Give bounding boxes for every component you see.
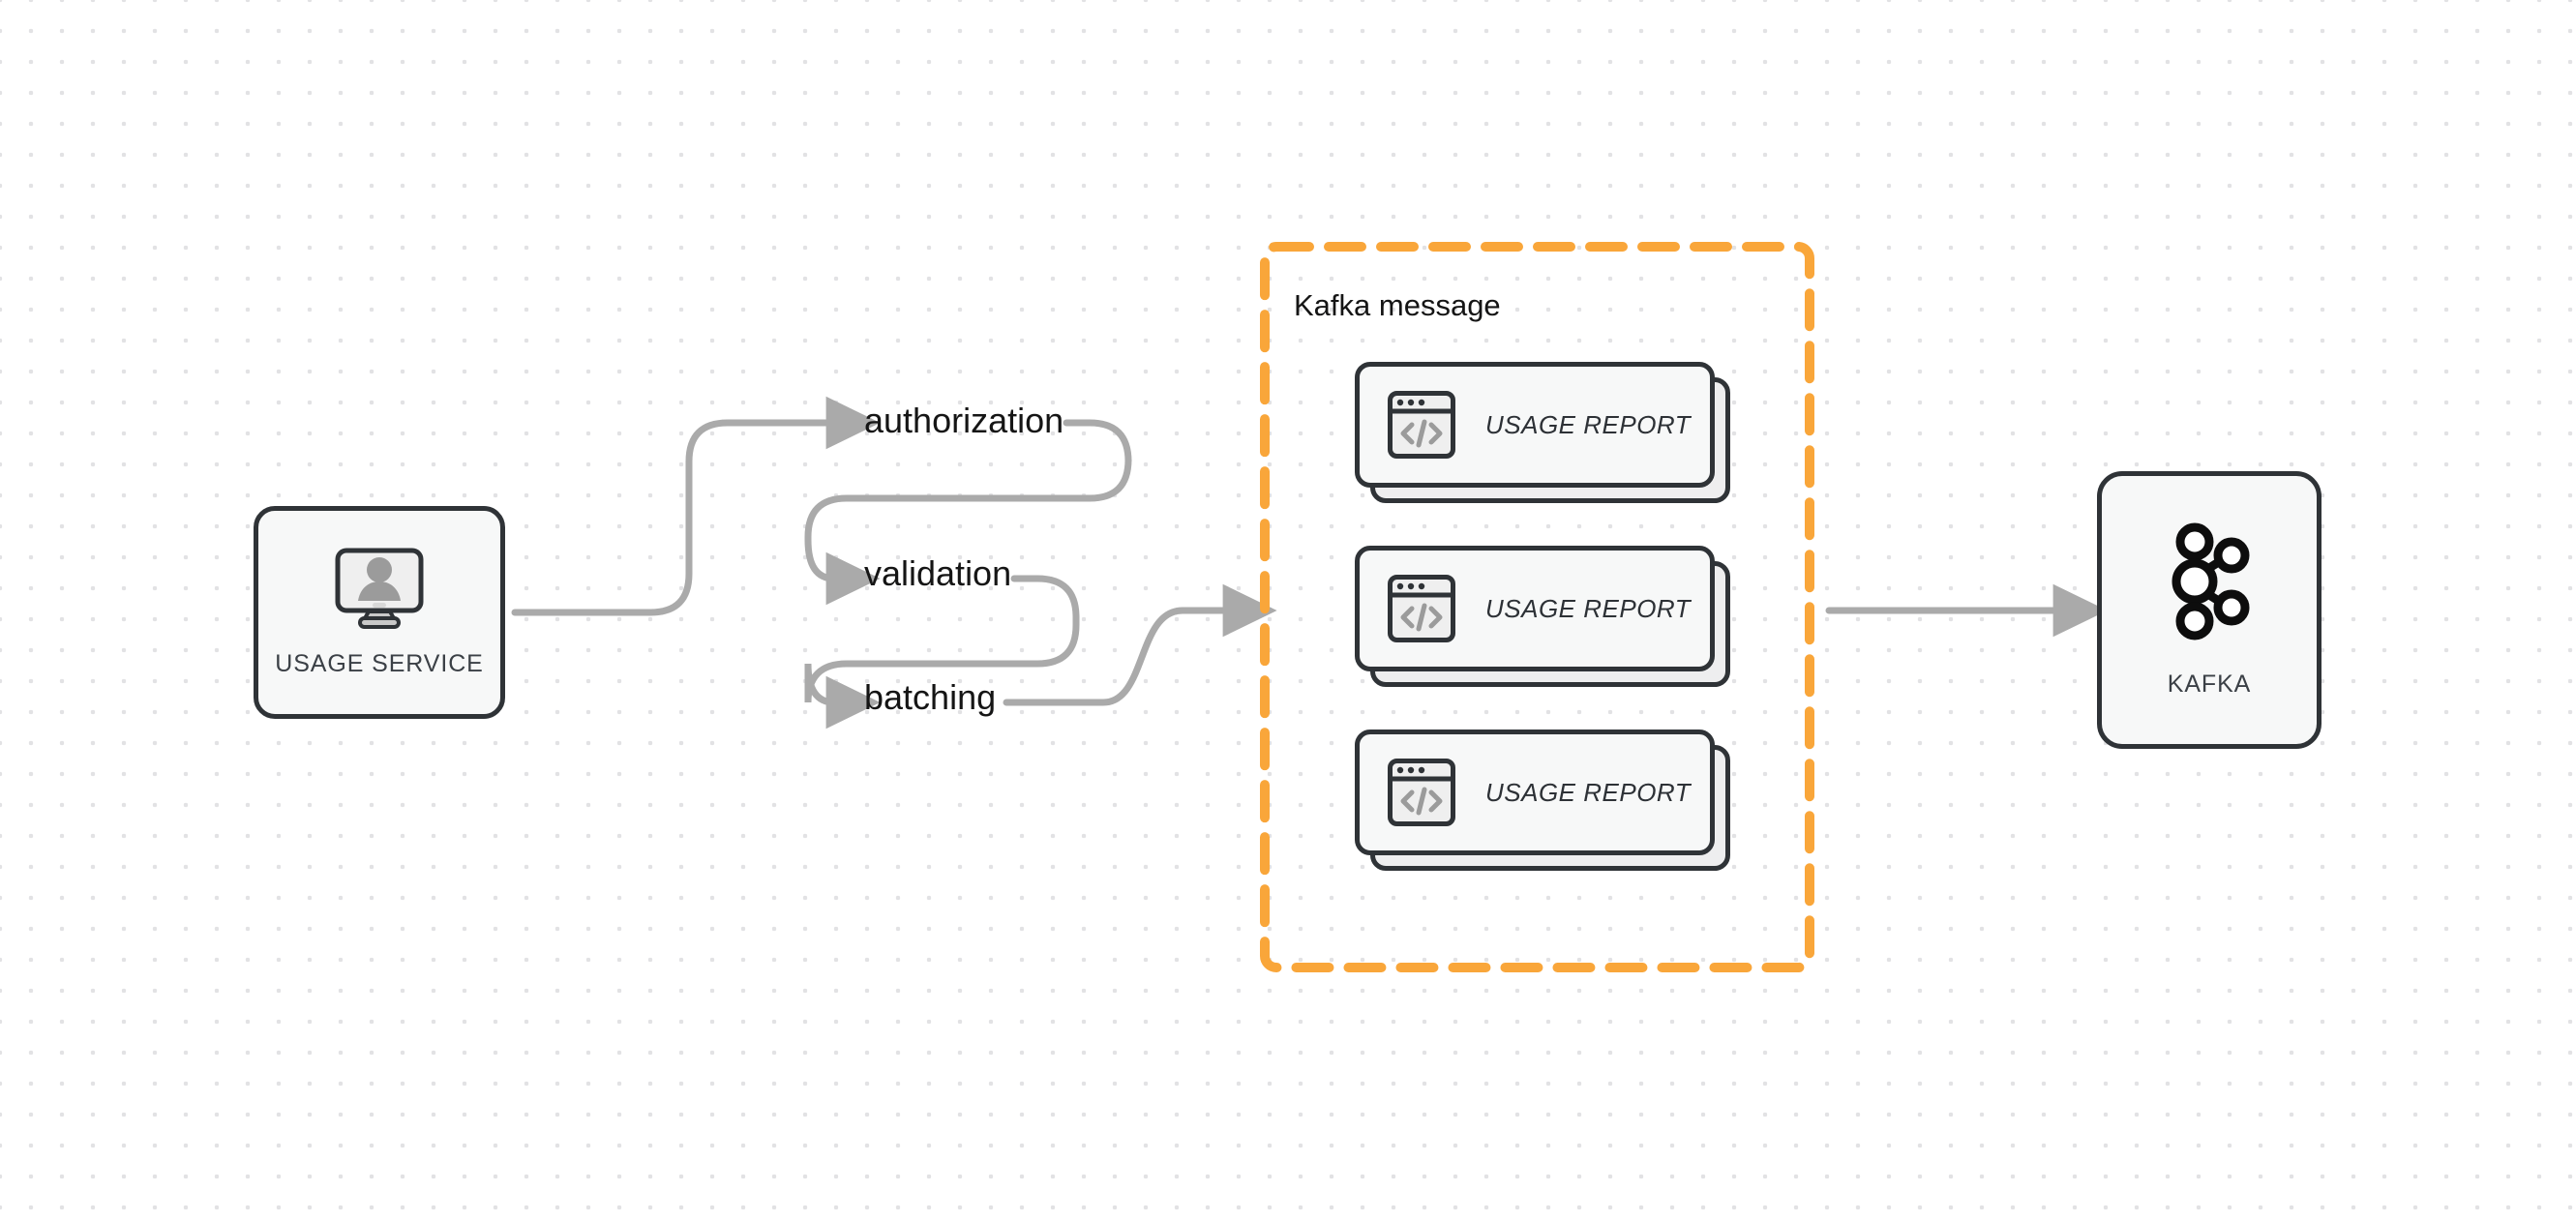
kafka-logo-icon <box>2172 522 2250 640</box>
usage-report-card-front[interactable]: USAGE REPORT <box>1355 546 1715 671</box>
usage-report-card[interactable]: USAGE REPORT <box>1355 730 1730 884</box>
connector-authorization-to-validation <box>804 419 1132 606</box>
kafka-message-group <box>1260 242 1814 972</box>
code-window-icon <box>1388 391 1455 459</box>
stage-label-authorization: authorization <box>864 401 1064 440</box>
code-window-icon <box>1388 575 1455 642</box>
usage-report-card-label: USAGE REPORT <box>1485 777 1692 807</box>
connector-batching-to-kafka-message <box>1003 583 1277 706</box>
usage-report-card-front[interactable]: USAGE REPORT <box>1355 730 1715 855</box>
connector-usage-service-to-authorization <box>511 396 881 616</box>
connector-validation-to-batching <box>804 575 1080 730</box>
kafka-message-group-title: Kafka message <box>1294 288 1501 322</box>
usage-report-card[interactable]: USAGE REPORT <box>1355 362 1730 517</box>
usage-report-card-label: USAGE REPORT <box>1485 409 1692 439</box>
node-usage-service[interactable]: USAGE SERVICE <box>254 506 505 719</box>
node-kafka[interactable]: KAFKA <box>2097 471 2321 749</box>
node-usage-service-label: USAGE SERVICE <box>275 649 484 677</box>
usage-report-card-label: USAGE REPORT <box>1485 593 1692 623</box>
usage-report-card[interactable]: USAGE REPORT <box>1355 546 1730 700</box>
stage-label-batching: batching <box>864 677 997 717</box>
stage-label-validation: validation <box>864 553 1012 593</box>
usage-report-card-front[interactable]: USAGE REPORT <box>1355 362 1715 488</box>
kafka-message-group-border <box>1260 242 1814 972</box>
node-kafka-label: KAFKA <box>2167 670 2252 698</box>
monitor-user-icon <box>335 548 424 629</box>
code-window-icon <box>1388 759 1455 826</box>
